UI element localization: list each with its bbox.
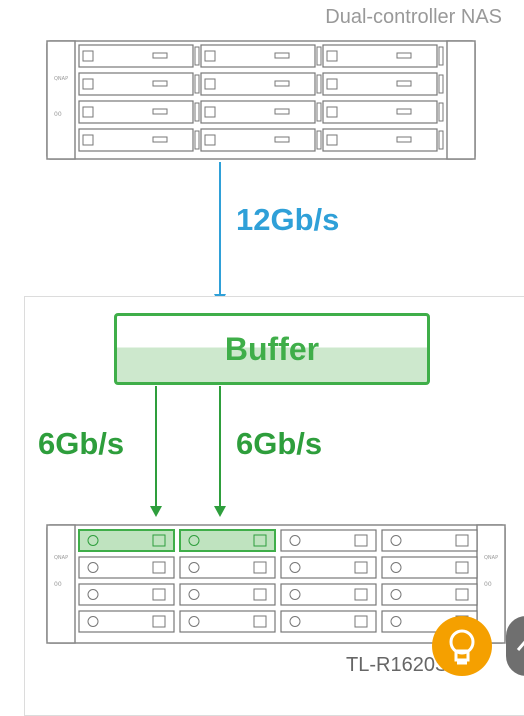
jbod-drive-bay — [280, 583, 377, 606]
svg-text:00: 00 — [54, 581, 62, 588]
link-speed-12gb: 12Gb/s — [236, 202, 340, 237]
nas-drive-bay — [78, 44, 194, 68]
chevron-icon — [516, 640, 524, 651]
jbod-drive-bay — [381, 556, 478, 579]
buffer-box: Buffer — [114, 313, 430, 385]
nas-drive-bay — [78, 100, 194, 124]
nas-enclosure: QNAP 00 — [46, 40, 476, 160]
jbod-drive-bay — [179, 610, 276, 633]
jbod-drive-bays — [78, 529, 478, 633]
nas-to-buffer-link — [214, 162, 226, 305]
tips-button[interactable] — [432, 616, 492, 676]
svg-text:00: 00 — [484, 581, 492, 588]
jbod-drive-bay — [179, 583, 276, 606]
svg-text:00: 00 — [54, 111, 62, 118]
nas-drive-bay — [200, 72, 316, 96]
jbod-drive-bay — [381, 529, 478, 552]
nas-drive-bay — [322, 128, 438, 152]
svg-text:QNAP: QNAP — [54, 76, 68, 82]
jbod-drive-bay-active — [78, 529, 175, 552]
jbod-drive-bay — [78, 610, 175, 633]
nas-drive-bay — [322, 44, 438, 68]
jbod-drive-bay — [78, 556, 175, 579]
link-speed-6gb-left: 6Gb/s — [38, 426, 125, 461]
nas-drive-bay — [322, 72, 438, 96]
buffer-to-drives-links — [150, 386, 226, 517]
svg-text:QNAP: QNAP — [484, 555, 498, 561]
nas-drive-bay — [78, 72, 194, 96]
nas-drive-bay — [322, 100, 438, 124]
nas-drive-bays — [78, 44, 444, 152]
nas-drive-bay — [78, 128, 194, 152]
jbod-drive-bay-active — [179, 529, 276, 552]
jbod-drive-bay — [179, 556, 276, 579]
dual-controller-nas-label: Dual-controller NAS — [325, 6, 502, 28]
nas-drive-bay — [200, 44, 316, 68]
jbod-drive-bay — [280, 529, 377, 552]
lightbulb-icon — [449, 629, 475, 665]
side-button[interactable] — [506, 616, 524, 676]
nas-drive-bay — [200, 128, 316, 152]
nas-drive-bay — [200, 100, 316, 124]
jbod-drive-bay — [280, 556, 377, 579]
buffer-label: Buffer — [224, 331, 320, 367]
svg-text:QNAP: QNAP — [54, 555, 68, 561]
jbod-drive-bay — [280, 610, 377, 633]
link-speed-6gb-right: 6Gb/s — [236, 426, 323, 461]
jbod-drive-bay — [78, 583, 175, 606]
jbod-drive-bay — [381, 583, 478, 606]
